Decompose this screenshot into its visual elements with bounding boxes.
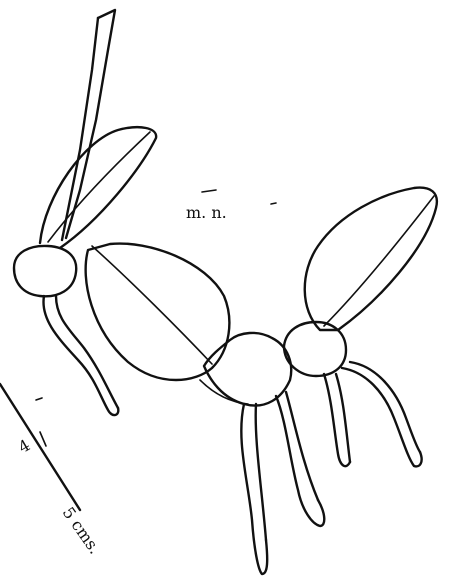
left-node <box>14 246 76 296</box>
body-segment <box>200 333 291 406</box>
scale-end-label: 5 cms. <box>59 503 105 557</box>
legs-left-pair <box>241 392 324 574</box>
legs-right-pair <box>324 362 422 466</box>
scale-bar <box>0 384 80 510</box>
center-label: m. n. <box>186 203 227 222</box>
right-leaf <box>305 188 437 330</box>
scale-tick-label: 4 <box>15 435 33 457</box>
left-limb <box>43 296 118 415</box>
upper-left-leaf <box>40 127 156 248</box>
